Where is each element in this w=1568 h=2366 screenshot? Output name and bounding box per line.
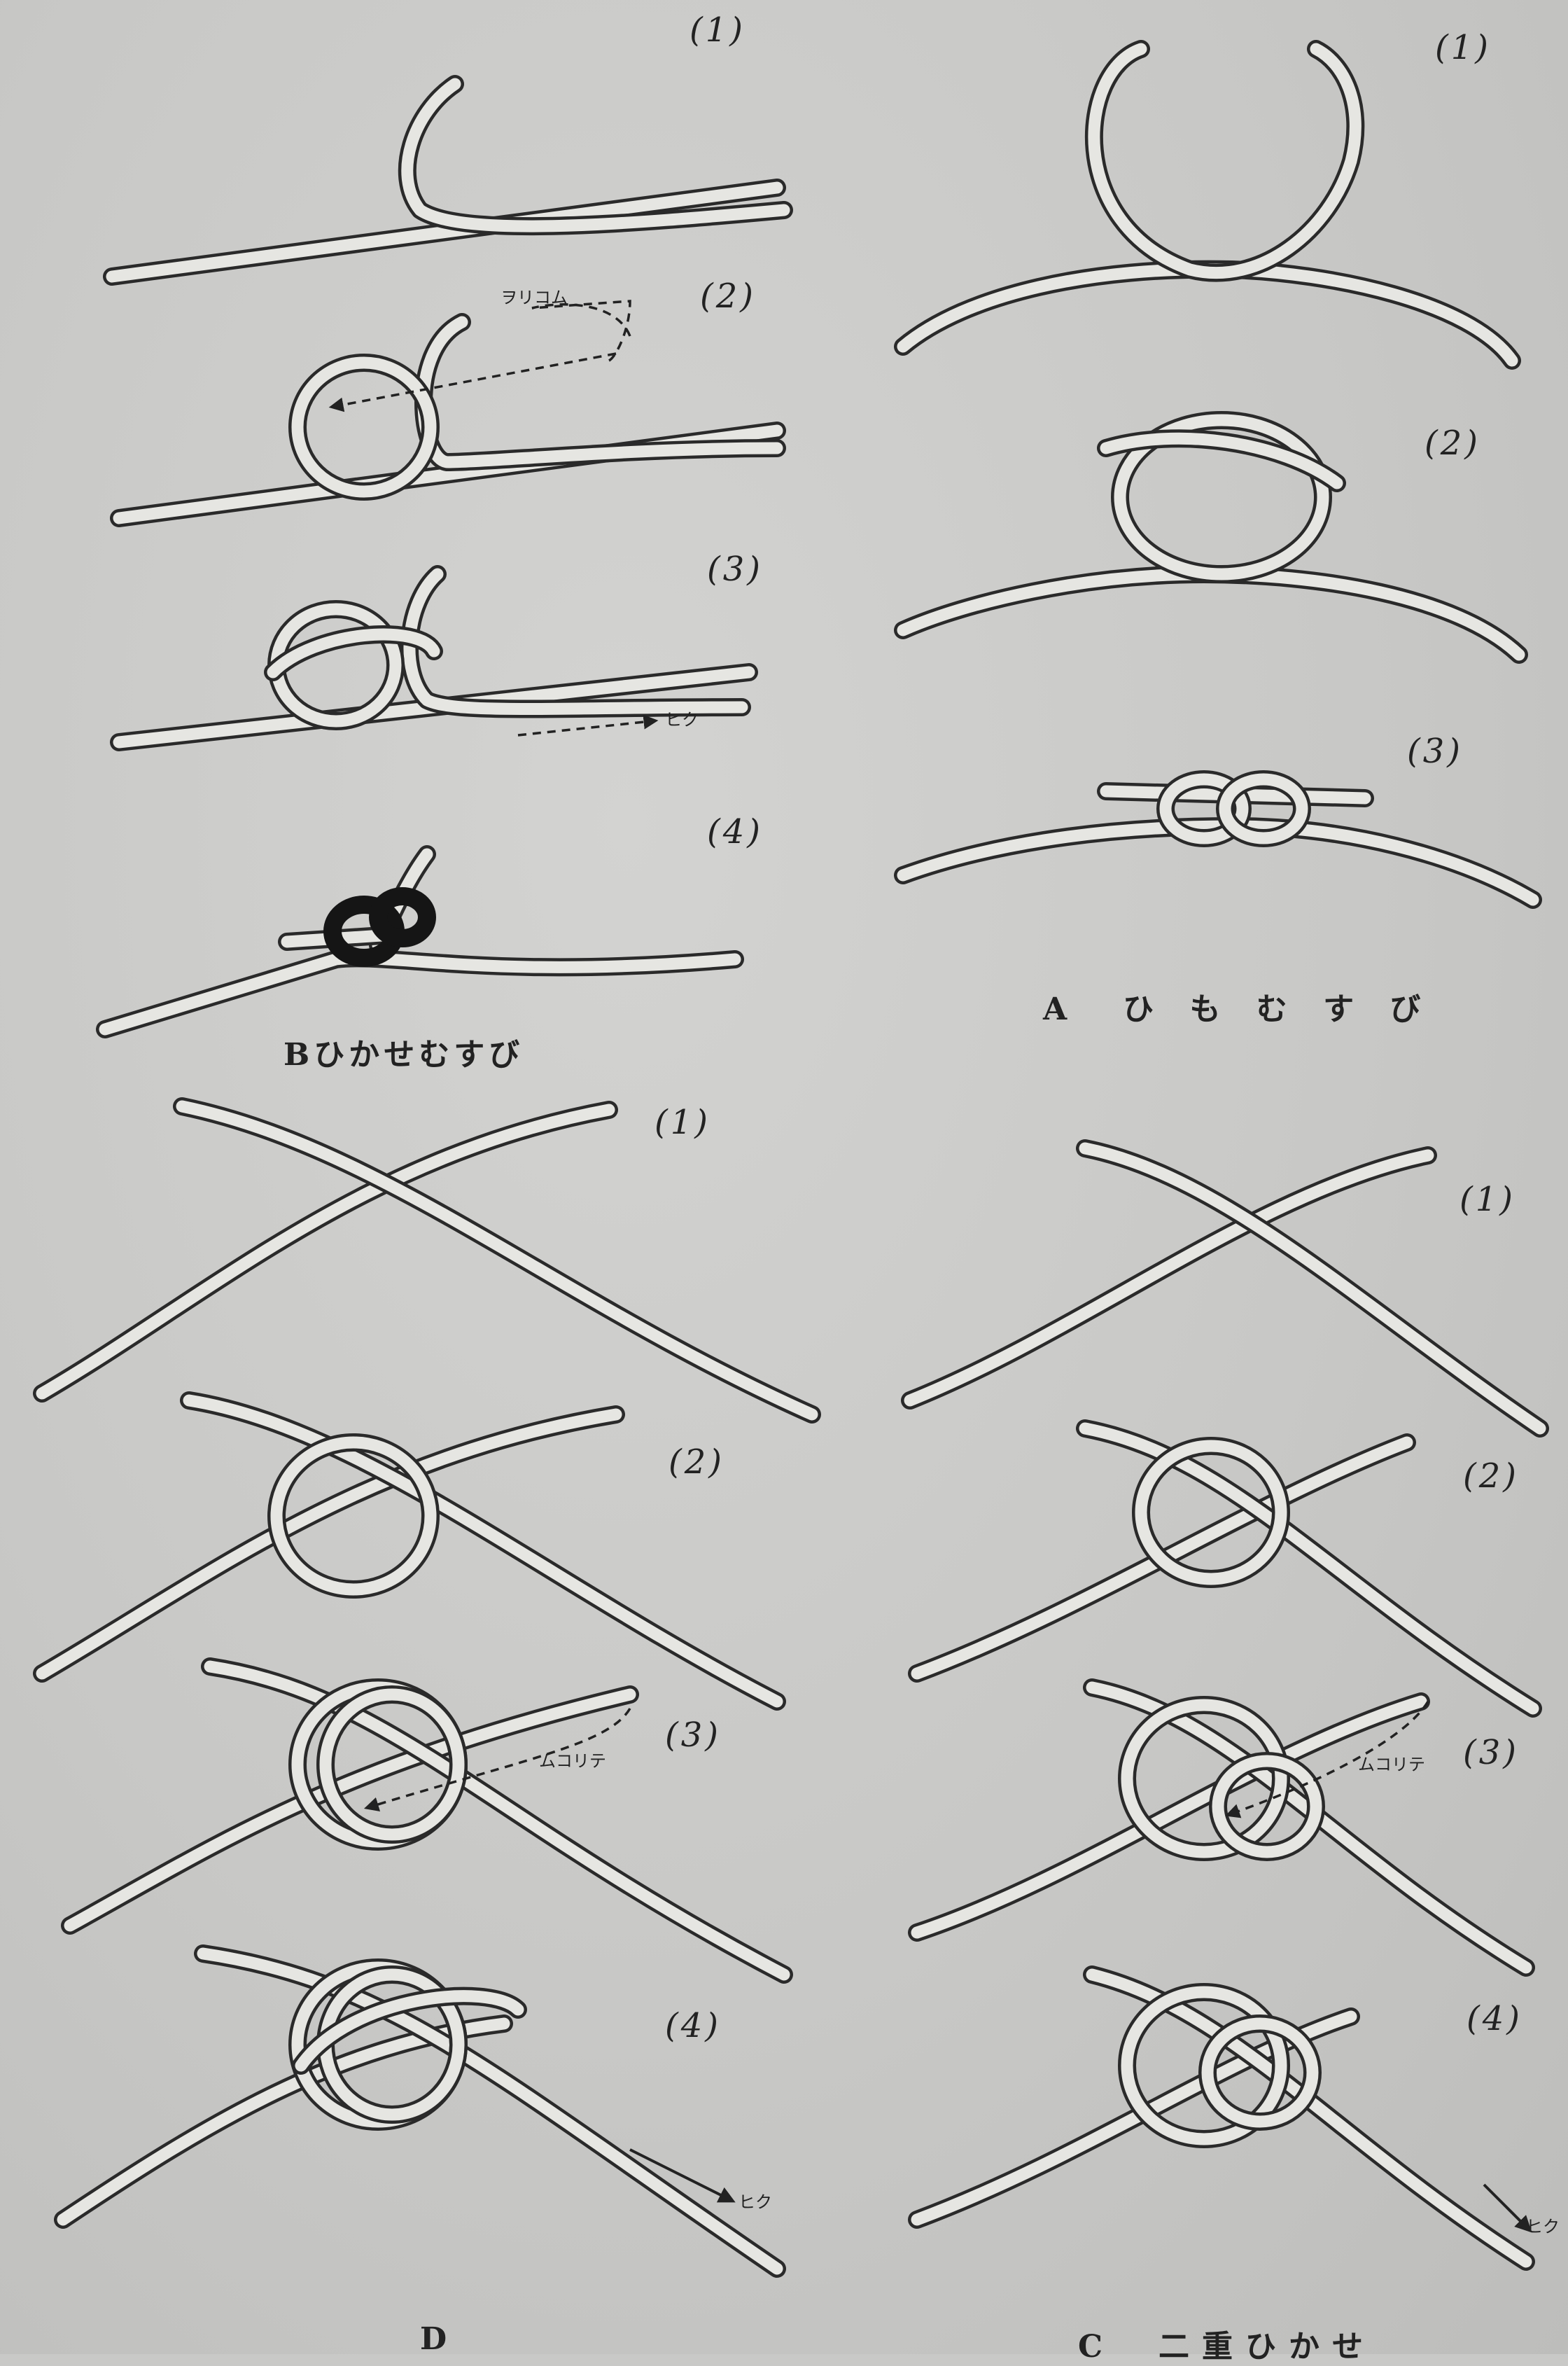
b4-knot-drawing (105, 854, 735, 1029)
a3-knot-drawing (903, 779, 1533, 900)
b1-knot-drawing (112, 84, 784, 277)
b-step-2-label: (2) (700, 277, 756, 316)
d2-knot-drawing (42, 1400, 777, 1702)
c-step-1-label: (1) (1460, 1180, 1516, 1219)
d-step-4-label: (4) (665, 2006, 721, 2045)
b-step-3-label: (3) (707, 550, 763, 589)
a-step-3-label: (3) (1407, 732, 1463, 771)
d-step-2-label: (2) (668, 1442, 724, 1482)
d1-knot-drawing (42, 1106, 812, 1414)
b3-knot-drawing (119, 574, 749, 742)
b-step-4-label: (4) (707, 812, 763, 851)
d-tuck-note: ムコリテ (539, 1747, 606, 1772)
a-step-1-label: (1) (1435, 28, 1491, 67)
c-pull-note: ヒク (1526, 2213, 1560, 2237)
a1-knot-drawing (903, 49, 1512, 361)
c-tuck-note: ムコリテ (1358, 1751, 1425, 1775)
c4-knot-drawing (917, 1975, 1526, 2262)
d3-knot-drawing (70, 1666, 784, 1975)
d-step-1-label: (1) (654, 1103, 710, 1142)
section-c-diagrams (910, 1148, 1540, 2262)
section-d-diagrams (42, 1106, 812, 2269)
c1-knot-drawing (910, 1148, 1540, 1428)
c-caption: C 二重ひかせ (1078, 2321, 1376, 2366)
d-caption: D (420, 2321, 459, 2357)
b2-knot-drawing (119, 301, 777, 518)
section-b-diagrams (105, 84, 784, 1029)
c-step-4-label: (4) (1466, 1999, 1522, 2038)
a-step-2-label: (2) (1424, 424, 1480, 463)
c2-knot-drawing (917, 1428, 1533, 1709)
b-pull-note: ヒク (665, 706, 699, 730)
c-step-2-label: (2) (1463, 1456, 1519, 1496)
d4-knot-drawing (63, 1954, 777, 2269)
d-step-3-label: (3) (665, 1716, 721, 1755)
section-a-diagrams (903, 49, 1533, 900)
a-caption: A ひ も む す び (1043, 984, 1433, 1029)
c-step-3-label: (3) (1463, 1733, 1519, 1772)
b-step-1-label: (1) (690, 11, 746, 50)
c3-knot-drawing (917, 1687, 1526, 1968)
b-tuck-note: ヲリコム (500, 284, 568, 308)
d-pull-note: ヒク (738, 2188, 772, 2213)
b-caption: Bひかせむすび (284, 1029, 524, 1074)
